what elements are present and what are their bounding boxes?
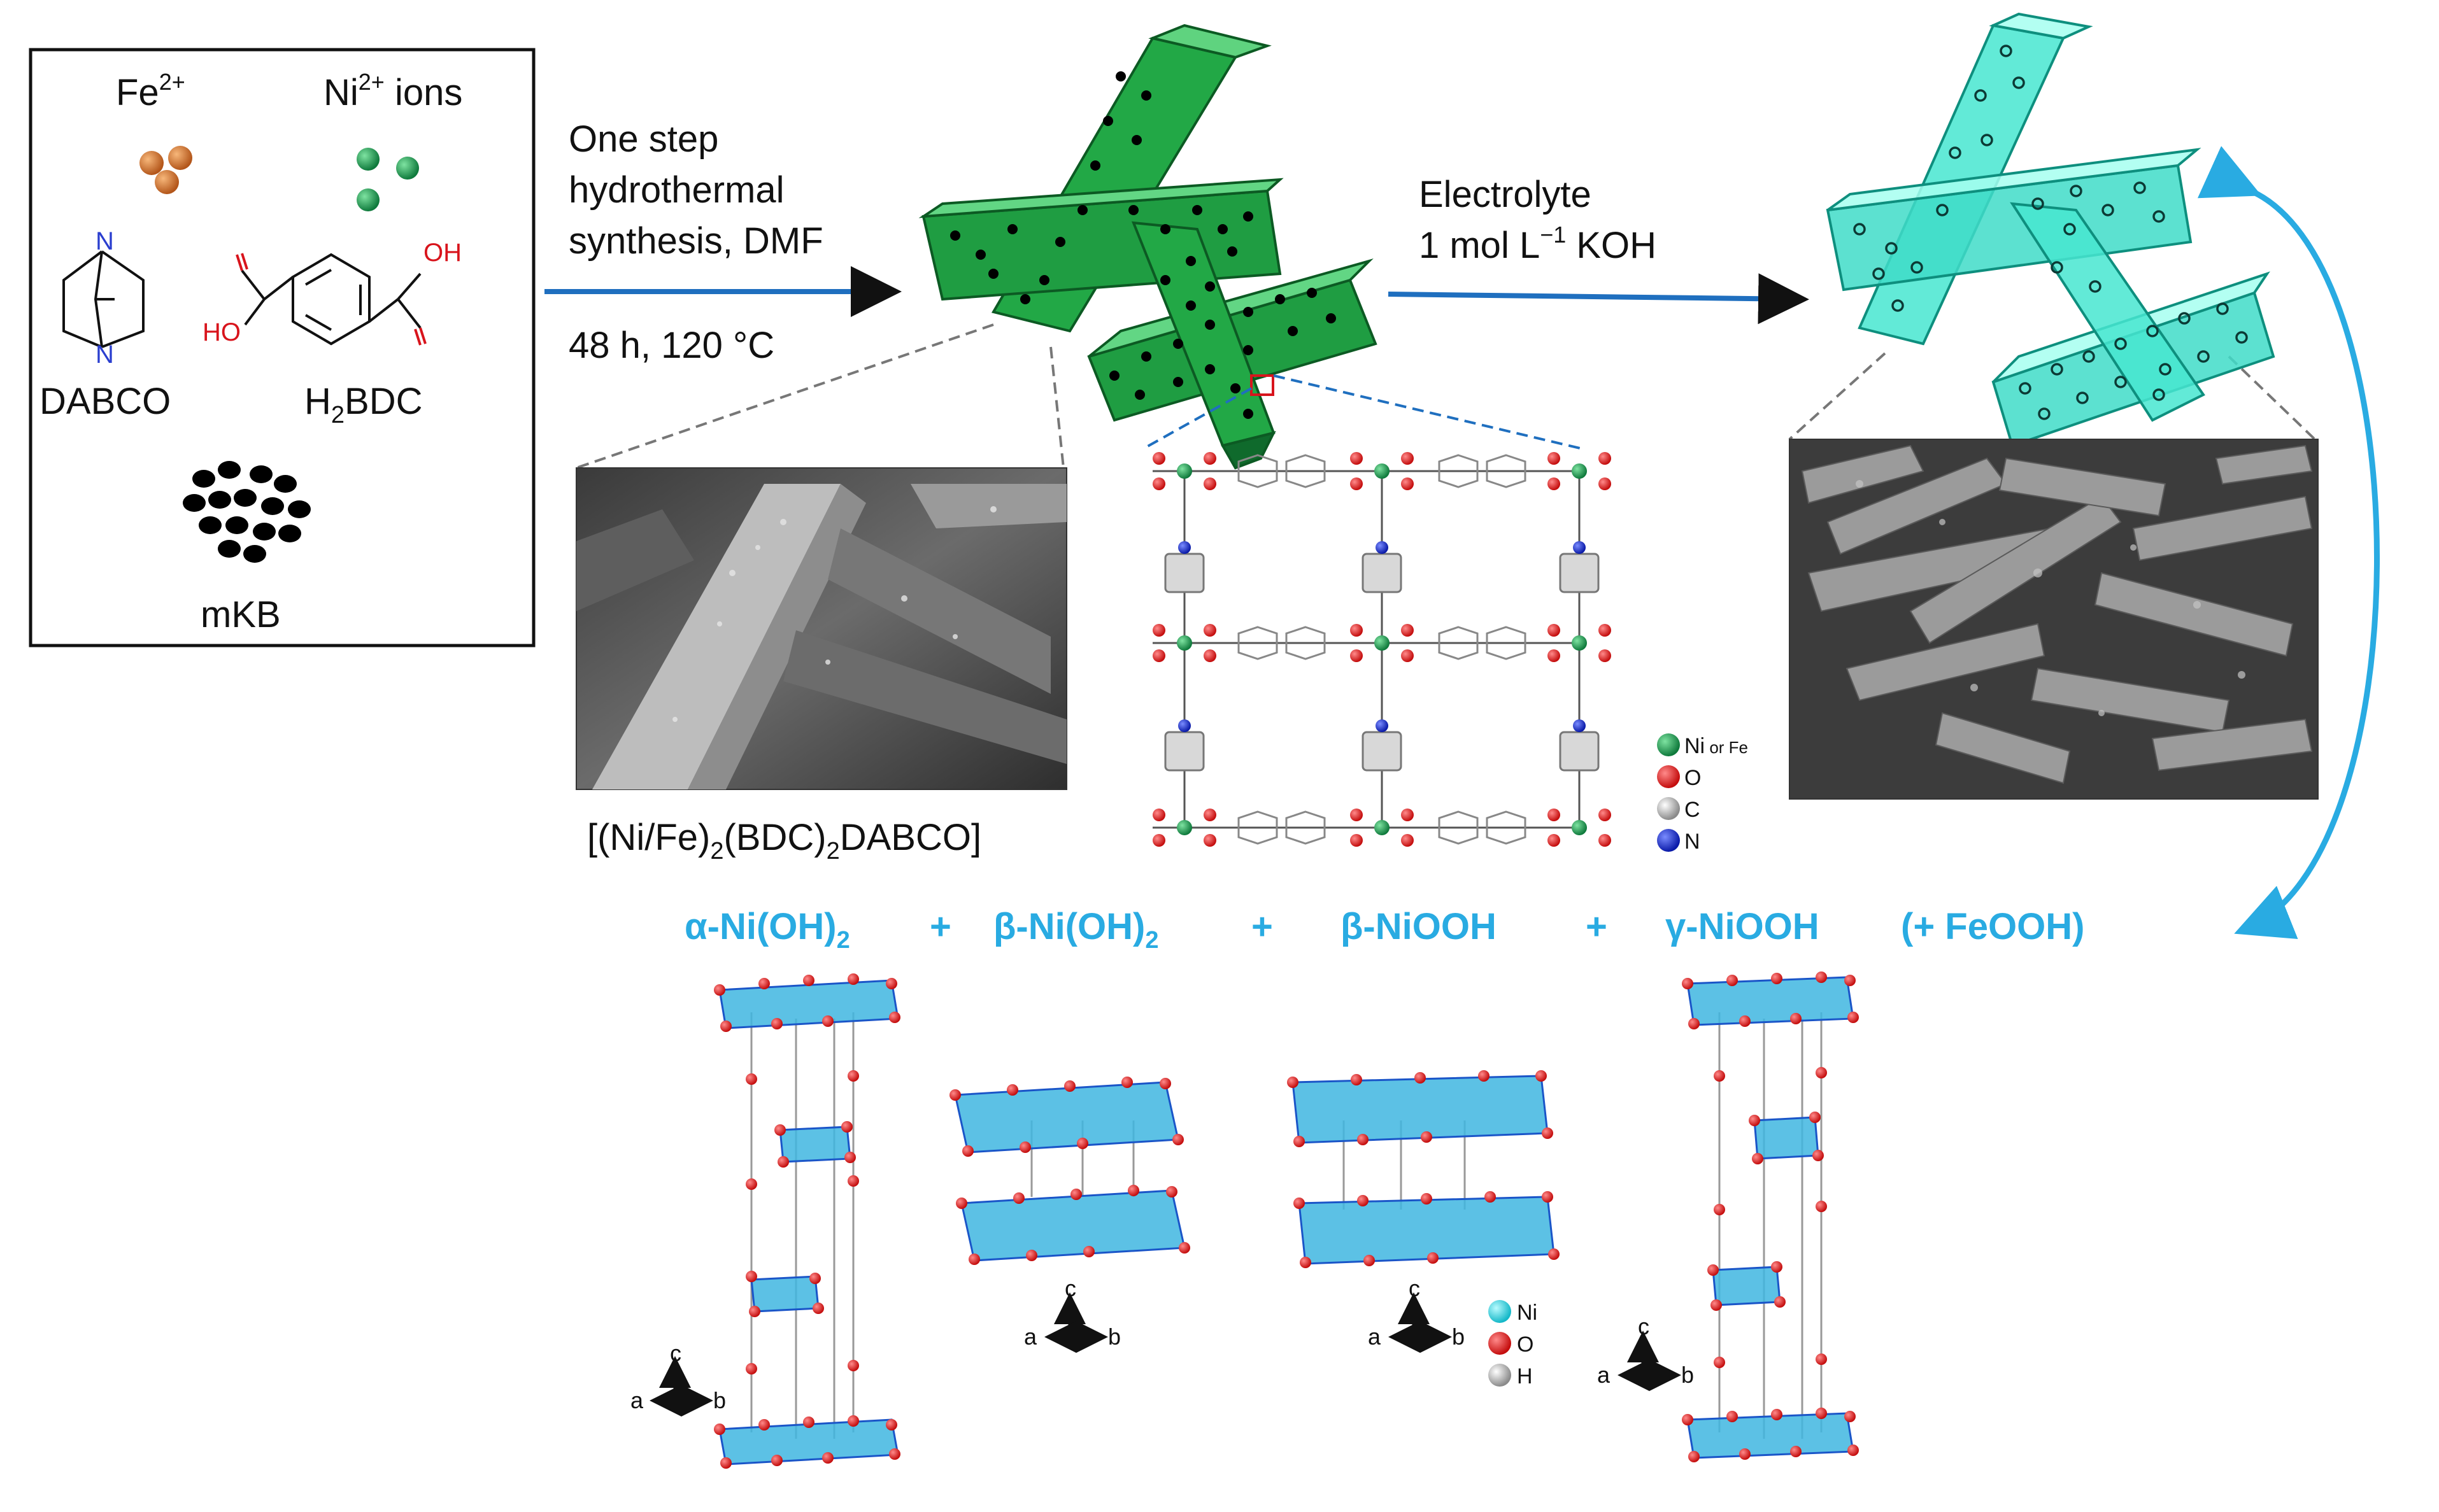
mof-legend-o: O [1684,766,1701,790]
axis-beta-a: a [1024,1324,1037,1350]
fe-ion-spheres [139,146,192,194]
h2bdc-oh-top: OH [423,239,462,267]
axis-gamma-b: b [1681,1362,1694,1388]
h2bdc-structure [241,253,422,346]
dabco-label: DABCO [39,381,171,422]
step1-line3: synthesis, DMF [569,220,823,262]
phase-beta-nioh2: β-Ni(OH)2 [993,906,1158,954]
step1-conditions: 48 h, 120 °C [569,325,774,366]
h2bdc-label: H2BDC [304,381,423,428]
sem-image-cycled [1789,439,2319,800]
fe-ion-label: Fe2+ [116,69,185,113]
beta-nioh2-structure [949,1077,1190,1265]
axis-alpha-b: b [713,1387,726,1413]
reversible-cycle-arrow [2197,146,2380,939]
mof-lattice [1153,452,1611,847]
step1-line1: One step [569,118,718,160]
phase-beta-niooh: β-NiOOH [1340,906,1497,947]
phase-legend-ni: Ni [1517,1301,1537,1325]
dabco-n-top: N [96,227,114,255]
phase-legend-o: O [1517,1332,1533,1357]
hydrated-crystal-cyan [1826,12,2275,448]
ni-ion-label: Ni2+ ions [324,69,462,113]
mkb-label: mKB [201,594,281,635]
axis-bniooh-c: c [1409,1275,1420,1301]
plus-3: + [1586,906,1607,947]
axis-beta-c: c [1065,1275,1076,1301]
axis-bniooh-a: a [1368,1324,1381,1350]
dabco-structure [62,250,145,348]
axis-alpha-a: a [630,1387,644,1413]
axis-gamma-a: a [1597,1362,1611,1388]
ni-ion-spheres [357,148,419,211]
step1-line2: hydrothermal [569,169,784,211]
axis-beta-b: b [1108,1324,1121,1350]
mof-legend-n: N [1684,830,1700,854]
sem-image-mof [576,467,1067,790]
axes-beta-nioh2 [1044,1292,1108,1353]
phase-atom-legend [1488,1300,1511,1387]
mof-formula: [(Ni/Fe)2(BDC)2DABCO] [587,817,981,865]
reagent-box [29,48,536,647]
axis-gamma-c: c [1638,1313,1649,1339]
mof-legend-metal: Ni or Fe [1684,734,1748,758]
step2-line2: 1 mol L−1 KOH [1419,222,1656,266]
mof-atom-legend [1657,733,1680,852]
beta-niooh-structure [1287,1070,1560,1268]
mof-zoom-marker [1250,374,1274,396]
phase-legend-h: H [1517,1364,1533,1388]
h2bdc-ho-left: HO [203,318,241,346]
mof-legend-c: C [1684,798,1700,822]
alpha-nioh2-structure [714,973,900,1469]
axes-alpha [650,1356,713,1417]
plus-1: + [930,906,951,947]
mof-crystal-pores [950,71,1336,419]
dabco-n-bottom: N [96,341,114,369]
phase-feooh: (+ FeOOH) [1901,906,2084,947]
axis-alpha-c: c [670,1340,681,1366]
electrolyte-arrow [1388,273,1809,325]
axis-bniooh-b: b [1452,1324,1465,1350]
axes-beta-niooh [1388,1292,1452,1353]
axes-gamma [1618,1331,1681,1391]
phase-gamma-niooh: γ-NiOOH [1665,906,1819,947]
plus-2: + [1251,906,1273,947]
phase-alpha-nioh2: α-Ni(OH)2 [685,906,850,954]
gamma-niooh-structure [1682,971,1859,1462]
step2-line1: Electrolyte [1419,174,1591,215]
mkb-carbon-particles [183,461,311,563]
